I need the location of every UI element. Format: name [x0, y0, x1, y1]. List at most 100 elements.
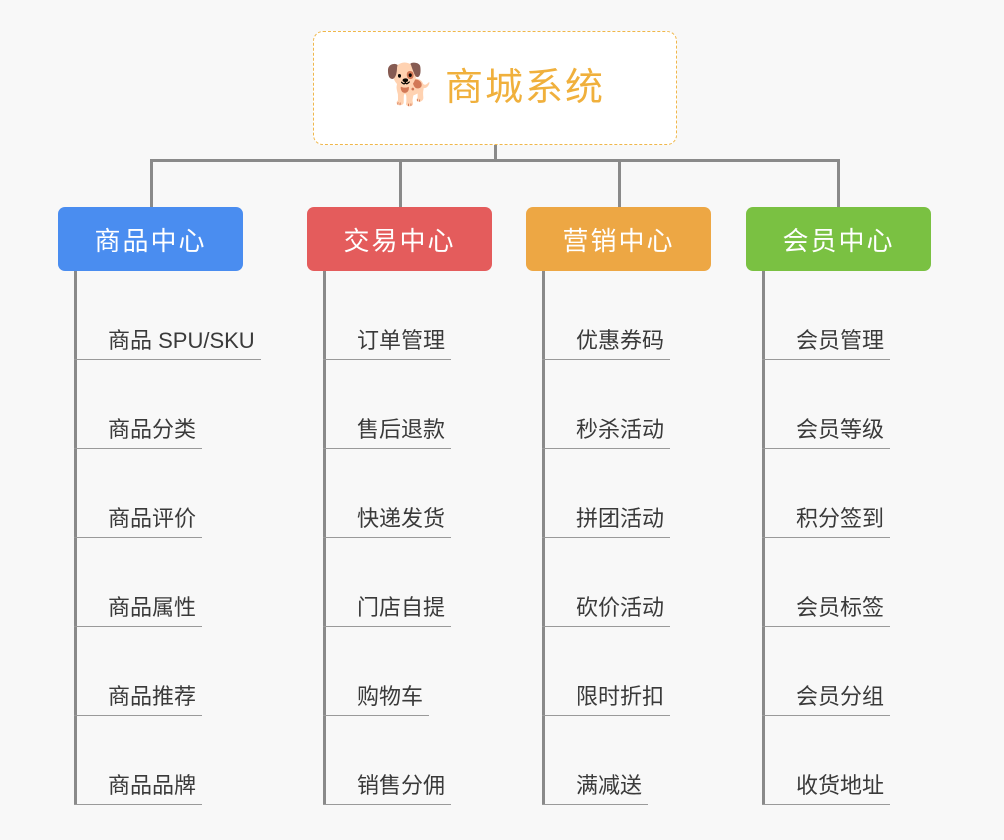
list-item[interactable]: 优惠券码	[542, 271, 711, 360]
list-item[interactable]: 商品评价	[74, 449, 261, 538]
category-header-label: 营销中心	[562, 225, 675, 256]
leaf-label: 砍价活动	[576, 594, 665, 620]
list-item[interactable]: 秒杀活动	[542, 360, 711, 449]
list-item[interactable]: 商品品牌	[74, 716, 261, 805]
list-item[interactable]: 拼团活动	[542, 449, 711, 538]
shiba-dog-icon: 🐕	[384, 63, 435, 107]
list-item[interactable]: 积分签到	[762, 449, 931, 538]
leaf-label: 优惠券码	[576, 327, 665, 353]
leaf-rule: 会员分组	[762, 683, 891, 716]
leaf-list-marketing-center: 优惠券码 秒杀活动 拼团活动 砍价活动	[542, 271, 711, 805]
leaf-rule: 商品评价	[74, 505, 203, 538]
leaf-label: 满减送	[576, 772, 643, 798]
list-item[interactable]: 限时折扣	[542, 627, 711, 716]
connector-drop-member-center	[837, 159, 840, 207]
connector-drop-trade-center	[399, 159, 402, 207]
list-item[interactable]: 商品 SPU/SKU	[74, 271, 261, 360]
list-item[interactable]: 购物车	[323, 627, 492, 716]
leaf-rule: 满减送	[542, 772, 649, 805]
leaf-label: 商品属性	[108, 594, 197, 620]
leaf-spine-wrapper-trade-center: 订单管理 售后退款 快递发货 门店自提	[323, 271, 492, 805]
list-item[interactable]: 销售分佣	[323, 716, 492, 805]
leaf-label: 商品分类	[108, 416, 197, 442]
leaf-rule: 秒杀活动	[542, 417, 671, 449]
category-header-trade-center[interactable]: 交易中心	[307, 207, 492, 271]
leaf-rule: 砍价活动	[542, 594, 671, 627]
leaf-label: 销售分佣	[357, 772, 446, 798]
leaf-label: 订单管理	[357, 327, 446, 353]
root-node-shop-system[interactable]: 🐕 商城系统	[313, 31, 677, 145]
list-item[interactable]: 门店自提	[323, 538, 492, 627]
category-header-label: 交易中心	[343, 225, 456, 256]
list-item[interactable]: 会员分组	[762, 627, 931, 716]
list-item[interactable]: 商品分类	[74, 360, 261, 449]
list-item[interactable]: 会员等级	[762, 360, 931, 449]
leaf-rule: 快递发货	[323, 505, 452, 538]
leaf-label: 售后退款	[357, 416, 446, 442]
list-item[interactable]: 会员标签	[762, 538, 931, 627]
leaf-label: 会员分组	[796, 683, 885, 709]
list-item[interactable]: 商品属性	[74, 538, 261, 627]
category-header-label: 会员中心	[782, 225, 895, 256]
leaf-label: 会员管理	[796, 327, 885, 353]
category-header-marketing-center[interactable]: 营销中心	[526, 207, 711, 271]
leaf-rule: 商品分类	[74, 416, 203, 449]
leaf-rule: 优惠券码	[542, 327, 671, 360]
category-header-member-center[interactable]: 会员中心	[746, 207, 931, 271]
leaf-list-trade-center: 订单管理 售后退款 快递发货 门店自提	[323, 271, 492, 805]
root-node-title: 商城系统	[444, 67, 605, 109]
leaf-label: 门店自提	[357, 594, 446, 620]
list-item[interactable]: 会员管理	[762, 271, 931, 360]
list-item[interactable]: 砍价活动	[542, 538, 711, 627]
leaf-spine-wrapper-product-center: 商品 SPU/SKU 商品分类 商品评价 商品属性	[74, 271, 261, 805]
leaf-rule: 收货地址	[762, 772, 891, 805]
spine-line	[74, 271, 77, 805]
connector-horizontal-bar	[150, 159, 839, 162]
leaf-rule: 拼团活动	[542, 505, 671, 538]
list-item[interactable]: 售后退款	[323, 360, 492, 449]
connector-drop-product-center	[150, 159, 153, 207]
leaf-label: 购物车	[357, 683, 424, 709]
leaf-rule: 商品品牌	[74, 772, 203, 805]
leaf-list-product-center: 商品 SPU/SKU 商品分类 商品评价 商品属性	[74, 271, 261, 805]
category-header-product-center[interactable]: 商品中心	[58, 207, 243, 271]
column-marketing-center: 营销中心 优惠券码 秒杀活动 拼团活动	[526, 207, 711, 805]
leaf-label: 积分签到	[796, 505, 885, 531]
leaf-rule: 购物车	[323, 683, 430, 716]
leaf-rule: 限时折扣	[542, 683, 671, 716]
leaf-spine-wrapper-marketing-center: 优惠券码 秒杀活动 拼团活动 砍价活动	[542, 271, 711, 805]
spine-line	[762, 271, 765, 805]
leaf-rule: 会员管理	[762, 327, 891, 360]
leaf-label: 限时折扣	[576, 683, 665, 709]
leaf-rule: 商品推荐	[74, 684, 203, 716]
leaf-label: 商品品牌	[108, 772, 197, 798]
connector-root-stem	[494, 145, 497, 161]
leaf-label: 会员标签	[796, 594, 885, 620]
list-item[interactable]: 快递发货	[323, 449, 492, 538]
leaf-spine-wrapper-member-center: 会员管理 会员等级 积分签到 会员标签	[762, 271, 931, 805]
list-item[interactable]: 收货地址	[762, 716, 931, 805]
leaf-rule: 商品 SPU/SKU	[74, 328, 261, 360]
leaf-rule: 订单管理	[323, 327, 452, 360]
leaf-rule: 会员等级	[762, 416, 891, 449]
column-member-center: 会员中心 会员管理 会员等级 积分签到	[746, 207, 931, 805]
connector-drop-marketing-center	[618, 159, 621, 207]
category-header-label: 商品中心	[94, 225, 207, 256]
leaf-rule: 商品属性	[74, 594, 203, 627]
leaf-label: 快递发货	[357, 505, 446, 531]
leaf-rule: 售后退款	[323, 416, 452, 449]
list-item[interactable]: 订单管理	[323, 271, 492, 360]
leaf-label: 收货地址	[796, 772, 885, 798]
leaf-rule: 门店自提	[323, 594, 452, 627]
spine-line	[542, 271, 545, 805]
spine-line	[323, 271, 326, 805]
column-product-center: 商品中心 商品 SPU/SKU 商品分类 商品评价	[58, 207, 261, 805]
leaf-label: 商品评价	[108, 505, 197, 531]
column-trade-center: 交易中心 订单管理 售后退款 快递发货	[307, 207, 492, 805]
list-item[interactable]: 商品推荐	[74, 627, 261, 716]
leaf-rule: 销售分佣	[323, 772, 452, 805]
leaf-label: 拼团活动	[576, 505, 665, 531]
list-item[interactable]: 满减送	[542, 716, 711, 805]
leaf-label: 会员等级	[796, 416, 885, 442]
